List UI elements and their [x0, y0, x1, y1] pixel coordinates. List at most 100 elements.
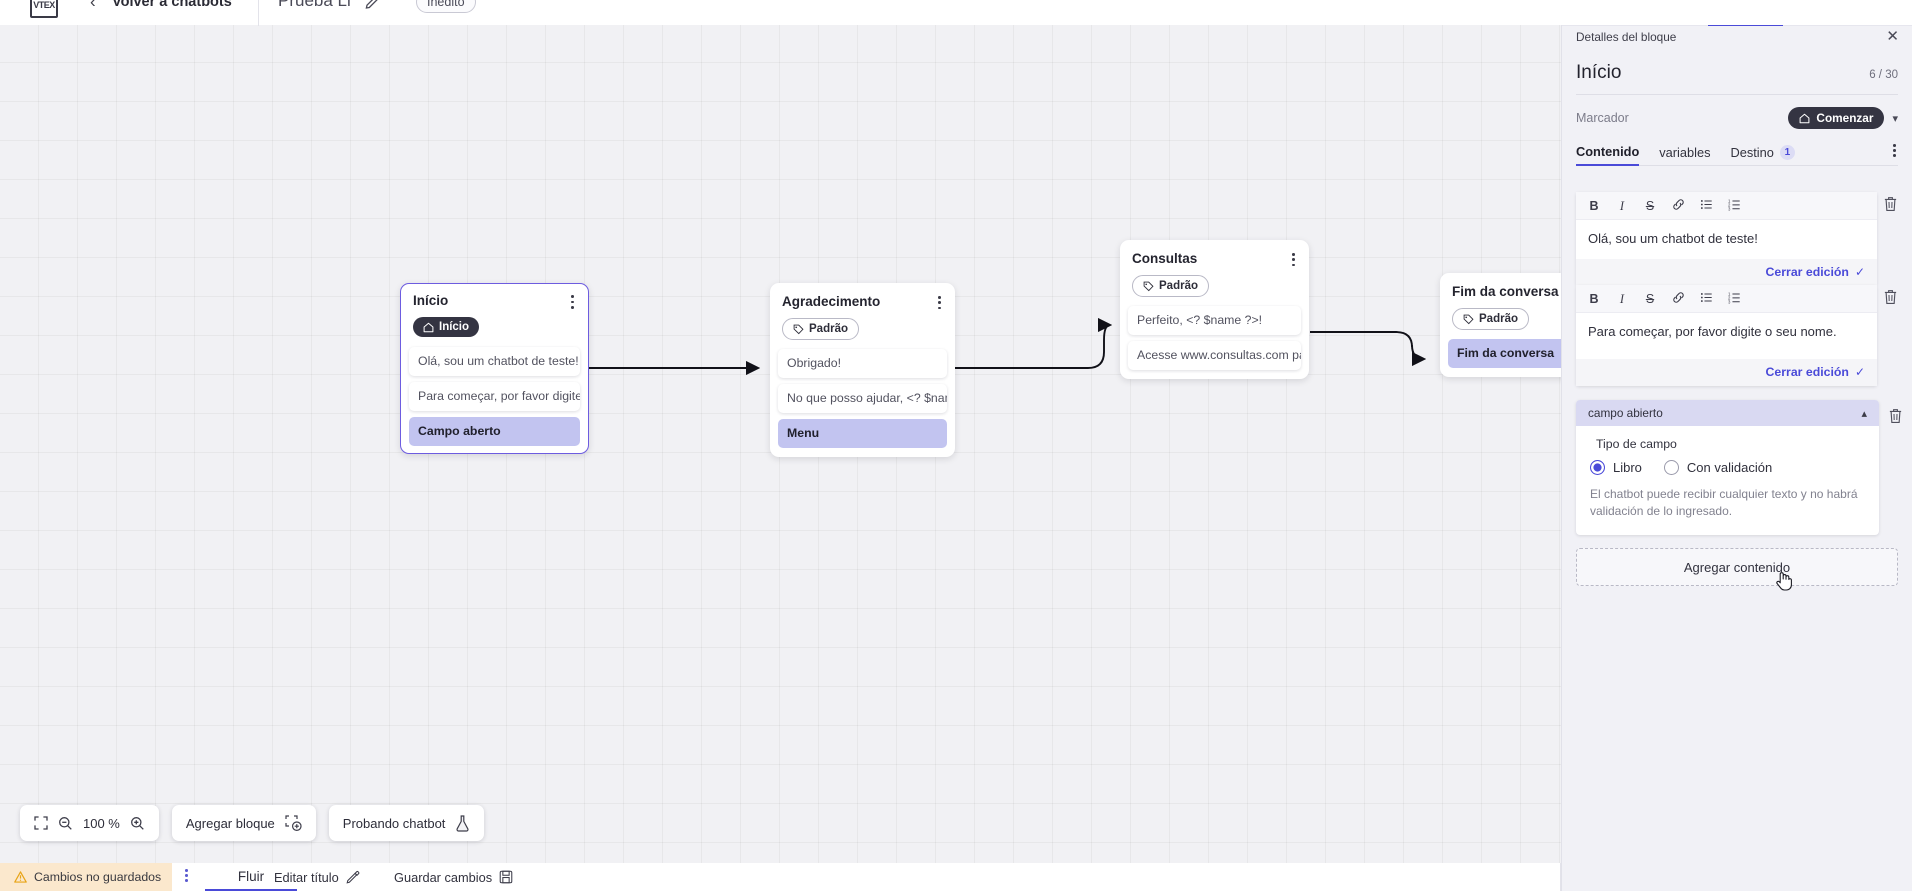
- bold-icon[interactable]: B: [1589, 292, 1599, 306]
- tab-contenido[interactable]: Contenido: [1576, 140, 1640, 166]
- edit-pencil-icon[interactable]: [364, 0, 384, 10]
- back-to-chatbots-link[interactable]: Volver a chatbots: [112, 0, 232, 10]
- node-tag-label: Padrão: [1479, 312, 1518, 325]
- marcador-chip-comenzar[interactable]: Comenzar: [1788, 107, 1885, 129]
- message-text-input[interactable]: Para começar, por favor digite o seu nom…: [1576, 313, 1877, 359]
- marcador-row: Marcador Comenzar ▾: [1576, 106, 1898, 130]
- bold-icon[interactable]: B: [1589, 199, 1599, 213]
- node-item-selected[interactable]: Campo aberto: [409, 416, 580, 446]
- node-tag-padrao: Padrão: [1132, 275, 1209, 297]
- node-menu-icon[interactable]: [1292, 250, 1295, 267]
- tab-contenido-label: Contenido: [1576, 144, 1640, 159]
- page-title: Início: [1576, 62, 1622, 83]
- edit-title-button[interactable]: Editar título: [274, 863, 360, 891]
- bottom-menu-icon[interactable]: [185, 869, 188, 882]
- strikethrough-icon[interactable]: S: [1645, 292, 1655, 306]
- canvas-toolbar: 100 % Agregar bloque Probando chatbot: [20, 805, 485, 841]
- edit-title-label: Editar título: [274, 869, 339, 885]
- radio-option-con-validacion[interactable]: Con validación: [1663, 460, 1773, 475]
- delete-icon[interactable]: [1883, 196, 1898, 212]
- zoom-level-label: 100 %: [83, 815, 120, 831]
- link-icon[interactable]: [1671, 291, 1685, 307]
- italic-icon[interactable]: I: [1619, 292, 1625, 306]
- marcador-controls: Comenzar ▾: [1788, 107, 1898, 129]
- save-changes-button[interactable]: Guardar cambios: [394, 863, 513, 891]
- delete-icon[interactable]: [1883, 289, 1898, 305]
- flow-node-inicio[interactable]: Início Início Olá, sou um chatbot de tes…: [400, 283, 589, 455]
- bullet-list-icon[interactable]: [1699, 291, 1713, 307]
- campo-abierto-header[interactable]: campo abierto ▴: [1576, 400, 1879, 426]
- node-tag-padrao: Padrão: [1452, 308, 1529, 330]
- svg-text:1: 1: [1728, 198, 1731, 203]
- radio-icon-unselected[interactable]: [1663, 460, 1679, 475]
- top-divider: [258, 0, 259, 26]
- node-item[interactable]: Perfeito, <? $name ?>!: [1128, 306, 1301, 335]
- check-icon[interactable]: ✓: [1854, 365, 1865, 379]
- link-icon[interactable]: [1671, 198, 1685, 214]
- node-item-selected[interactable]: Menu: [778, 419, 947, 448]
- node-items: Obrigado! No que posso ajudar, <? $name …: [770, 340, 955, 448]
- status-badge: Inédito: [416, 0, 476, 13]
- tipo-de-campo-radios: Libro Con validación: [1590, 460, 1865, 475]
- flow-node-consultas[interactable]: Consultas Padrão Perfeito, <? $name ?>! …: [1120, 240, 1309, 379]
- tab-variables[interactable]: variables: [1659, 140, 1710, 166]
- bullet-list-icon[interactable]: [1699, 198, 1713, 214]
- chevron-down-icon[interactable]: ▾: [1892, 112, 1898, 125]
- card-footer: Cerrar edición ✓: [1576, 259, 1877, 286]
- tab-destino[interactable]: Destino 1: [1730, 140, 1795, 166]
- message-text-input[interactable]: Olá, sou um chatbot de teste!: [1576, 220, 1877, 259]
- radio-icon-selected[interactable]: [1590, 460, 1605, 475]
- node-item[interactable]: Olá, sou um chatbot de teste!: [409, 346, 580, 376]
- fit-screen-icon[interactable]: [34, 816, 48, 830]
- close-edition-button[interactable]: Cerrar edición: [1765, 265, 1849, 279]
- test-chatbot-button[interactable]: Probando chatbot: [328, 805, 485, 841]
- tab-variables-label: variables: [1659, 145, 1711, 160]
- node-menu-icon[interactable]: [938, 293, 941, 310]
- radio-option-libro[interactable]: Libro: [1590, 460, 1642, 475]
- italic-icon[interactable]: I: [1619, 199, 1625, 213]
- node-items: Perfeito, <? $name ?>! Acesse www.consul…: [1120, 297, 1309, 370]
- tag-icon: [793, 324, 804, 334]
- strikethrough-icon[interactable]: S: [1645, 199, 1655, 213]
- marcador-chip-label: Comenzar: [1816, 111, 1874, 125]
- zoom-in-icon[interactable]: [130, 816, 145, 831]
- chevron-up-icon[interactable]: ▴: [1861, 407, 1867, 420]
- radio-label-con-validacion: Con validación: [1686, 460, 1773, 475]
- flow-node-fim-da-conversa[interactable]: Fim da conversa Padrão Fim da conversa: [1440, 273, 1561, 377]
- close-icon[interactable]: ✕: [1886, 28, 1899, 45]
- svg-text:2: 2: [1728, 202, 1731, 207]
- warning-icon: [14, 871, 27, 883]
- tab-fluir[interactable]: Fluir: [205, 863, 297, 891]
- delete-icon[interactable]: [1888, 408, 1903, 424]
- node-item[interactable]: No que posso ajudar, <? $name ...: [778, 384, 947, 413]
- check-icon[interactable]: ✓: [1854, 265, 1865, 279]
- close-edition-button[interactable]: Cerrar edición: [1765, 365, 1849, 379]
- node-header: Início: [401, 292, 588, 309]
- node-tag-inicio: Início: [413, 317, 480, 338]
- add-block-button[interactable]: Agregar bloque: [171, 805, 316, 841]
- node-tag-row: Padrão: [770, 310, 955, 340]
- node-item[interactable]: Acesse www.consultas.com par...: [1128, 341, 1301, 370]
- panel-nav: Contenido variables Destino 1: [1576, 140, 1898, 166]
- flow-canvas[interactable]: Início Início Olá, sou um chatbot de tes…: [0, 25, 1561, 863]
- node-item[interactable]: Para começar, por favor digite o ...: [409, 381, 580, 411]
- panel-overflow-menu-icon[interactable]: [1893, 144, 1896, 157]
- flow-node-agradecimento[interactable]: Agradecimento Padrão Obrigado! No que po…: [770, 283, 955, 457]
- back-chevron-icon[interactable]: ‹: [90, 0, 96, 11]
- add-block-label: Agregar bloque: [185, 815, 275, 831]
- node-menu-icon[interactable]: [571, 292, 574, 309]
- zoom-out-icon[interactable]: [58, 816, 73, 831]
- add-content-button[interactable]: Agregar contenido: [1576, 548, 1898, 586]
- node-item-selected[interactable]: Fim da conversa: [1448, 339, 1561, 368]
- zoom-controls[interactable]: 100 %: [20, 805, 159, 841]
- home-icon: [1800, 113, 1810, 123]
- flask-icon: [456, 814, 469, 832]
- campo-abierto-help-text: El chatbot puede recibir cualquier texto…: [1590, 487, 1858, 518]
- node-title: Fim da conversa: [1452, 284, 1559, 299]
- tag-icon: [1143, 281, 1154, 291]
- node-item[interactable]: Obrigado!: [778, 349, 947, 378]
